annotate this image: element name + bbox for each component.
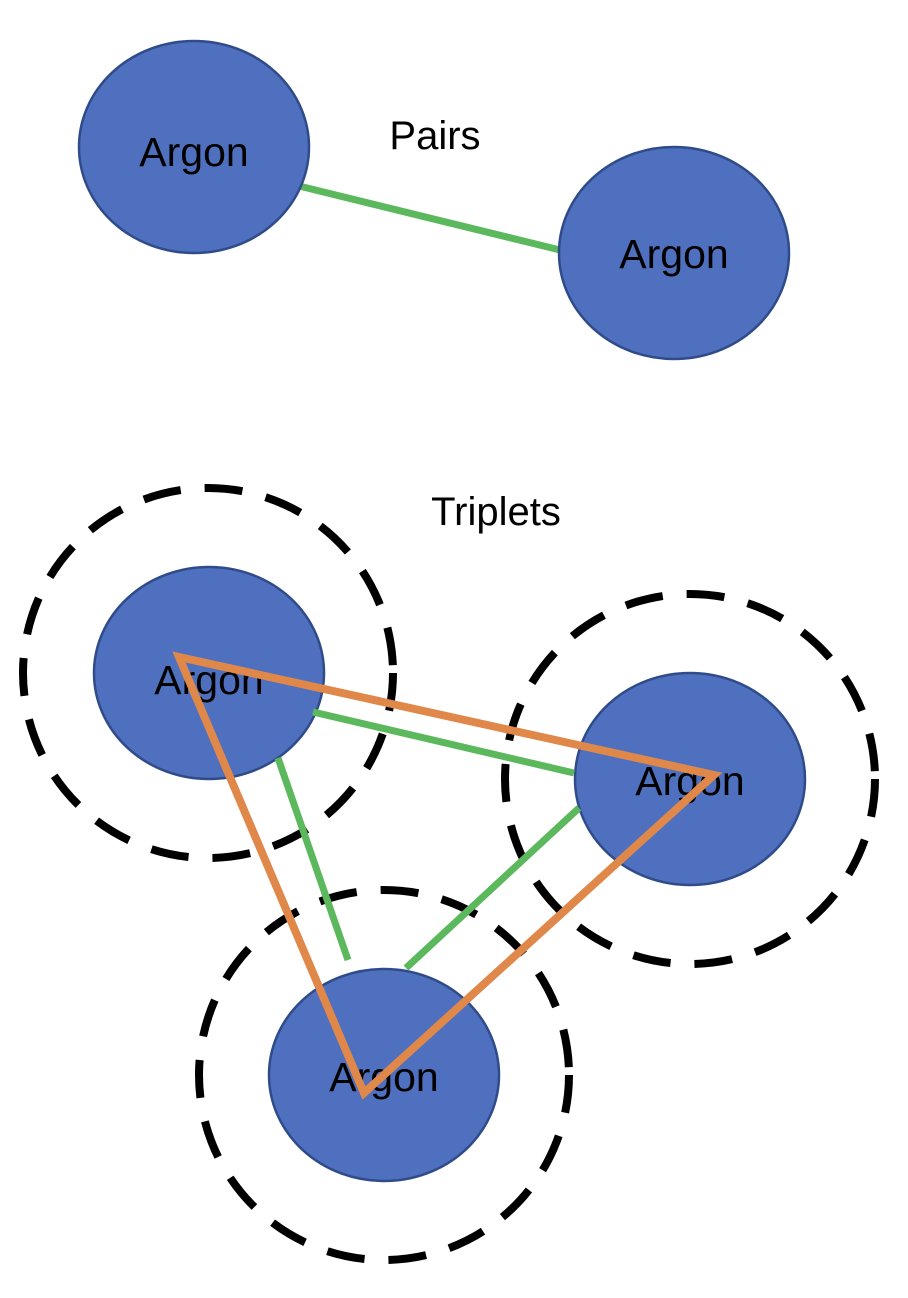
cutoff-circle bbox=[501, 590, 879, 968]
pair-bond bbox=[403, 805, 582, 971]
triplets-section: Triplets Argon Argon Argon bbox=[19, 484, 879, 1264]
pairs-section: Argon Argon Pairs bbox=[77, 39, 791, 361]
atom-label: Argon bbox=[139, 129, 248, 175]
pair-atom-1: Argon bbox=[77, 39, 311, 255]
atom-circle bbox=[573, 671, 807, 887]
cutoff-circle bbox=[195, 886, 573, 1264]
atom-circle bbox=[557, 145, 791, 361]
pairs-title: Pairs bbox=[389, 114, 480, 158]
triplet-bond-triangle bbox=[172, 651, 723, 1100]
atom-circle bbox=[77, 39, 311, 255]
pair-atom-2: Argon bbox=[557, 145, 791, 361]
pair-bond bbox=[312, 708, 575, 777]
pair-bond bbox=[274, 756, 352, 962]
triplet-atom-1: Argon bbox=[92, 565, 326, 781]
atom-label: Argon bbox=[619, 231, 728, 277]
cutoff-circle bbox=[19, 484, 397, 862]
triplets-title: Triplets bbox=[431, 490, 561, 534]
triplet-atom-2: Argon bbox=[573, 671, 807, 887]
pair-bond bbox=[294, 181, 561, 254]
atom-circle bbox=[92, 565, 326, 781]
